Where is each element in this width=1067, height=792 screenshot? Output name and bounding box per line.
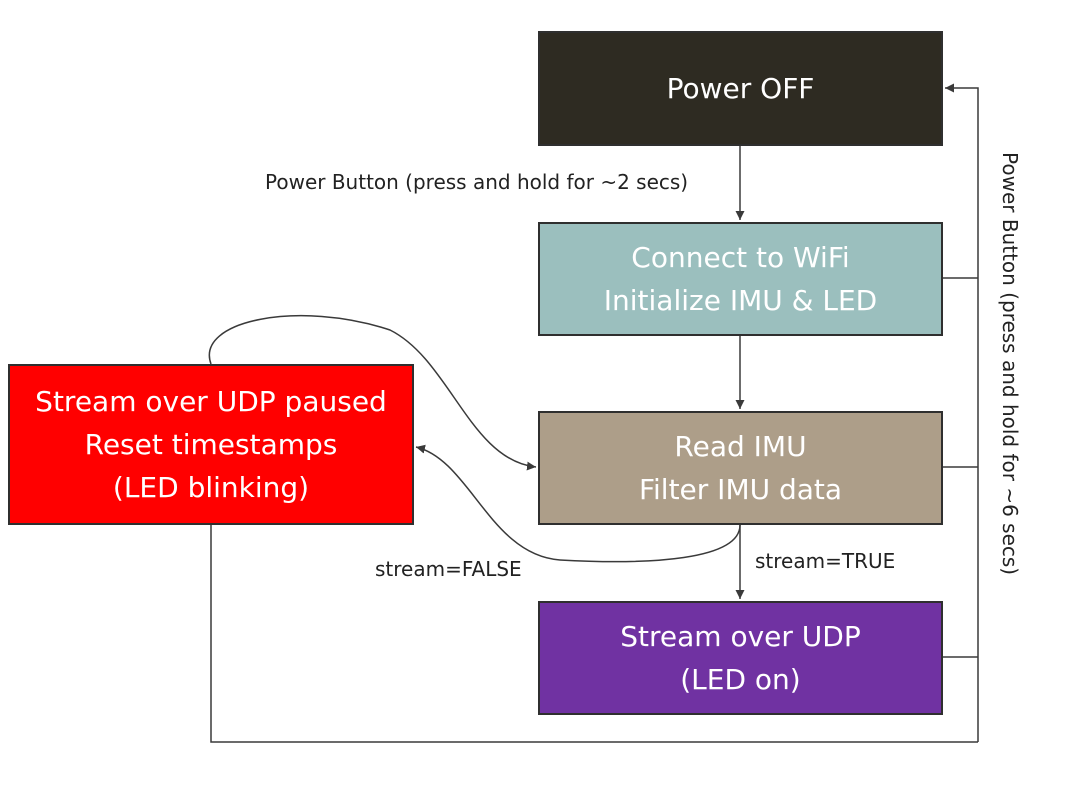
transition-label-stream-true: stream=TRUE: [755, 549, 896, 573]
transition-label-power-on: Power Button (press and hold for ~2 secs…: [265, 170, 689, 194]
state-read-imu: Read IMU Filter IMU data: [538, 411, 943, 525]
state-stream-paused: Stream over UDP paused Reset timestamps …: [8, 364, 414, 525]
state-connect-line1: Connect to WiFi: [631, 241, 850, 274]
arrow-paused-to-read: [208, 314, 537, 471]
arrow-read-to-paused: [415, 444, 741, 563]
state-stream-line2: (LED on): [680, 663, 801, 696]
state-power-off-line1: Power OFF: [666, 72, 815, 105]
state-paused-line3: (LED blinking): [112, 471, 310, 504]
state-connect-line2: Initialize IMU & LED: [603, 284, 878, 317]
arrow-bus-to-power-off: [945, 83, 979, 742]
state-paused-line2: Reset timestamps: [84, 428, 338, 461]
transition-label-power-off: Power Button (press and hold for ~6 secs…: [998, 152, 1022, 576]
bus-tap-paused: [210, 525, 978, 743]
state-stream-udp: Stream over UDP (LED on): [538, 601, 943, 715]
state-read-line2: Filter IMU data: [638, 473, 843, 506]
state-connect-wifi: Connect to WiFi Initialize IMU & LED: [538, 222, 943, 336]
state-stream-line1: Stream over UDP: [620, 620, 861, 653]
state-paused-line1: Stream over UDP paused: [35, 385, 387, 418]
transition-label-stream-false: stream=FALSE: [375, 557, 522, 581]
state-read-line1: Read IMU: [674, 430, 807, 463]
state-power-off: Power OFF: [538, 31, 943, 146]
